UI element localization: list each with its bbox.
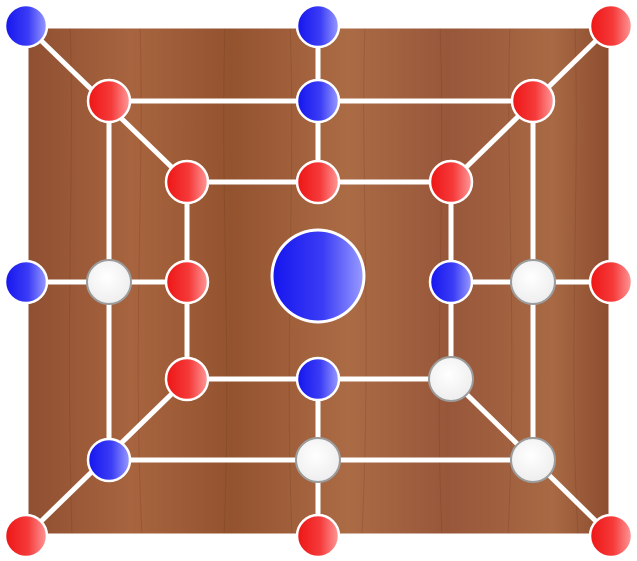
middle-top-left-red-piece[interactable] <box>86 78 132 124</box>
current-turn-indicator <box>270 228 366 324</box>
middle-mid-right-empty-point[interactable] <box>510 259 556 305</box>
outer-bottom-left-red-piece[interactable] <box>3 513 49 559</box>
inner-mid-right-blue-piece[interactable] <box>428 259 474 305</box>
middle-mid-left-empty-point[interactable] <box>86 259 132 305</box>
middle-top-mid-blue-piece[interactable] <box>295 78 341 124</box>
inner-bottom-right-empty-point[interactable] <box>428 356 474 402</box>
outer-mid-left-blue-piece[interactable] <box>3 259 49 305</box>
middle-top-right-red-piece[interactable] <box>510 78 556 124</box>
middle-bottom-left-blue-piece[interactable] <box>86 437 132 483</box>
inner-bottom-mid-blue-piece[interactable] <box>295 356 341 402</box>
outer-top-left-blue-piece[interactable] <box>3 3 49 49</box>
outer-top-mid-blue-piece[interactable] <box>295 3 341 49</box>
inner-top-mid-red-piece[interactable] <box>295 159 341 205</box>
outer-mid-right-red-piece[interactable] <box>588 259 634 305</box>
inner-mid-left-red-piece[interactable] <box>164 259 210 305</box>
inner-top-left-red-piece[interactable] <box>164 159 210 205</box>
middle-bottom-right-empty-point[interactable] <box>510 437 556 483</box>
board-points <box>3 3 634 559</box>
inner-top-right-red-piece[interactable] <box>428 159 474 205</box>
inner-bottom-left-red-piece[interactable] <box>164 356 210 402</box>
outer-bottom-right-red-piece[interactable] <box>588 513 634 559</box>
outer-top-right-red-piece[interactable] <box>588 3 634 49</box>
outer-bottom-mid-red-piece[interactable] <box>295 513 341 559</box>
middle-bottom-mid-empty-point[interactable] <box>295 437 341 483</box>
